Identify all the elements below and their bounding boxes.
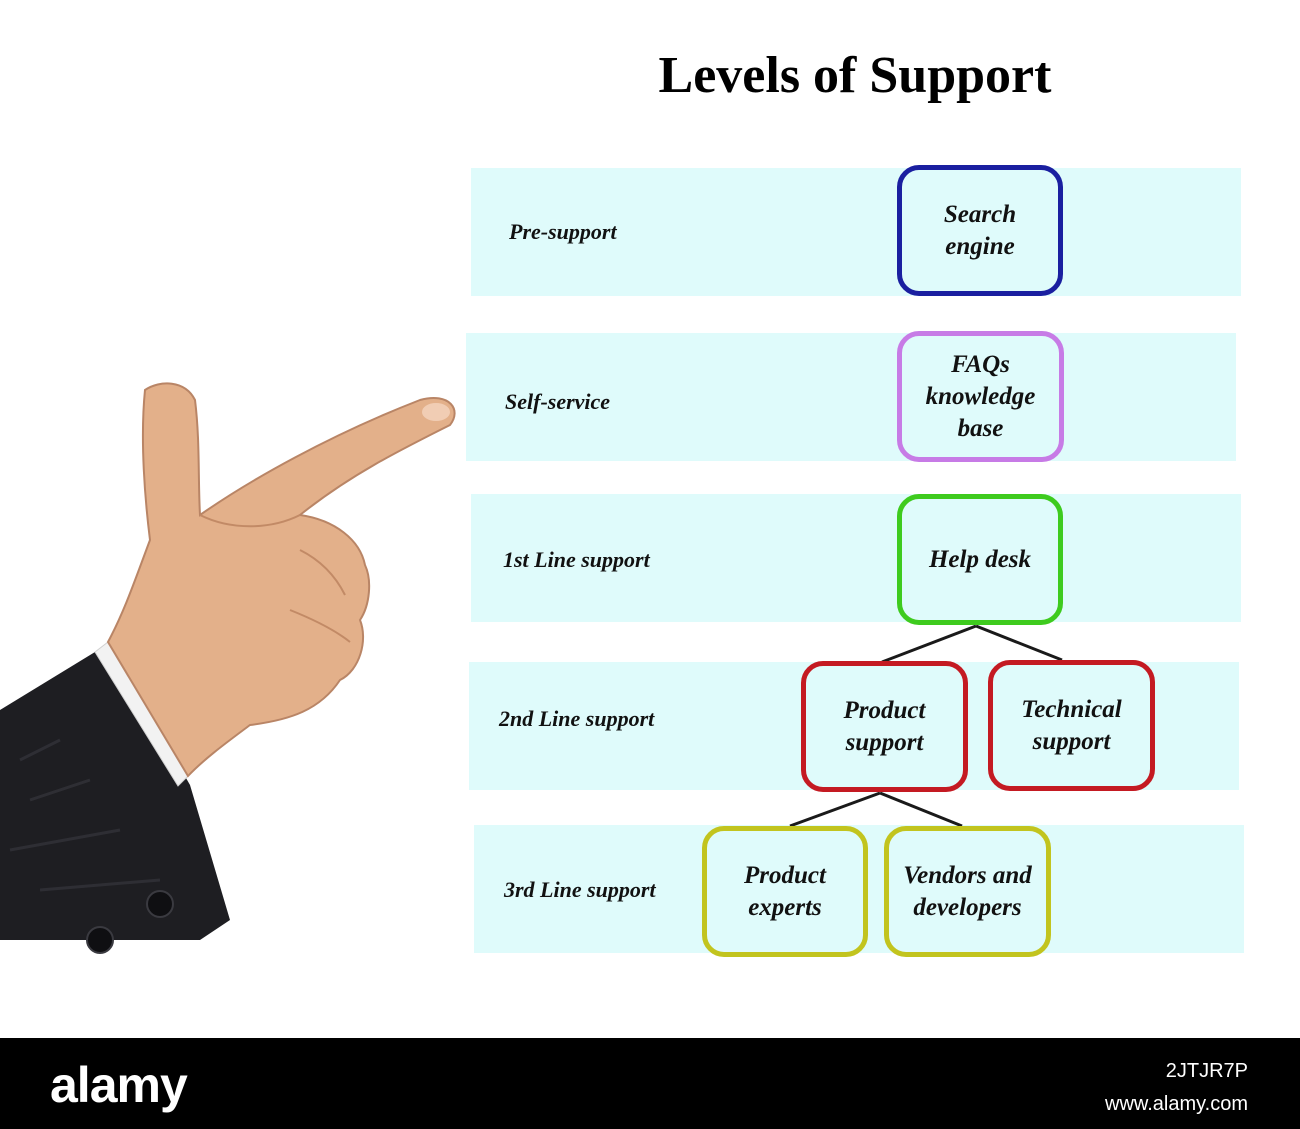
level-label-2nd-line: 2nd Line support <box>499 706 655 731</box>
level-label-self-service: Self-service <box>505 389 611 414</box>
band-self-service <box>466 333 1236 461</box>
node-faqs-knowledge-base: FAQs knowledge base <box>897 331 1064 462</box>
sleeve-button <box>86 926 114 954</box>
connector-product-vendors <box>879 791 963 828</box>
level-label-1st-line: 1st Line support <box>503 547 650 572</box>
band-1st-line <box>471 494 1241 622</box>
level-label-pre-support: Pre-support <box>509 219 617 244</box>
connector-helpdesk-technical <box>975 624 1063 662</box>
pointing-hand-icon <box>0 382 456 954</box>
node-label-vendors: Vendors and developers <box>903 861 1032 921</box>
node-label-help-desk: Help desk <box>928 545 1032 573</box>
sleeve-button <box>146 890 174 918</box>
site-url: www.alamy.com <box>1105 1093 1248 1115</box>
level-label-3rd-line: 3rd Line support <box>504 877 656 902</box>
node-technical-support: Technical support <box>988 660 1155 791</box>
node-label-search-engine: Search engine <box>943 200 1017 260</box>
image-id: 2JTJR7P <box>1165 1060 1248 1082</box>
node-help-desk: Help desk <box>897 494 1063 625</box>
node-label-product-support: Product support <box>843 696 926 756</box>
node-search-engine: Search engine <box>897 165 1063 296</box>
node-product-experts: Product experts <box>702 826 868 957</box>
band-pre-support <box>471 168 1241 296</box>
hand-shape <box>106 382 456 778</box>
node-label-faqs: FAQs knowledge base <box>925 350 1036 442</box>
node-vendors-developers: Vendors and developers <box>884 826 1051 957</box>
connector-product-experts <box>789 791 881 828</box>
connector-helpdesk-product <box>881 624 977 664</box>
brand-logo: alamy <box>50 1057 188 1113</box>
node-label-technical-support: Technical support <box>1021 695 1122 755</box>
node-label-product-experts: Product experts <box>744 861 826 921</box>
suit-sleeve <box>0 652 230 940</box>
footer-bar: alamy 2JTJR7P www.alamy.com <box>0 1038 1300 1129</box>
diagram-title: Levels of Support <box>658 47 1052 104</box>
node-product-support: Product support <box>801 661 968 792</box>
